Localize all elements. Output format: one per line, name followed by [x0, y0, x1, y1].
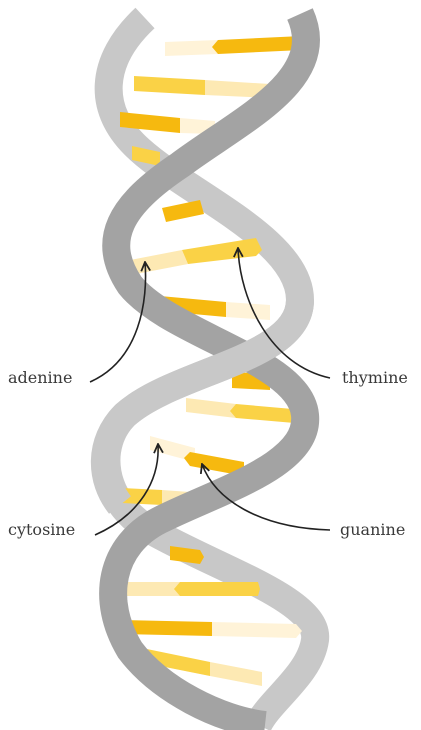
base-pair-segment	[186, 398, 236, 418]
base-pair-segment	[165, 40, 218, 56]
base-pair-segment	[134, 76, 210, 95]
base-pair-segment	[182, 238, 262, 264]
base-pair-segment	[210, 662, 262, 686]
guanine-label: guanine	[340, 522, 405, 538]
base-pair-segment	[162, 200, 204, 222]
base-pair-segment	[122, 582, 180, 596]
base-pair-segment	[174, 582, 260, 596]
base-pair-segment	[212, 36, 302, 54]
adenine-label: adenine	[8, 370, 72, 386]
base-pair-segment	[212, 622, 302, 638]
thymine-label: thymine	[342, 370, 408, 386]
base-pair-segment	[226, 302, 270, 320]
cytosine-label: cytosine	[8, 522, 75, 538]
